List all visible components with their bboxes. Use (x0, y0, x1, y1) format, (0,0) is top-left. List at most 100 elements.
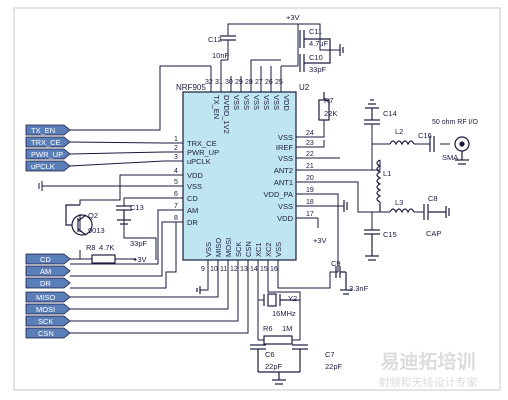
pin-name-18: VSS (278, 202, 293, 211)
pin-name-20: ANT1 (274, 178, 293, 187)
chip-left-pins: 1 2 3 4 5 6 7 8 TRX_CE PWR_UP uPCLK VDD … (164, 136, 219, 227)
c7-value: 22pF (325, 362, 343, 371)
pin-name-9: VSS (204, 242, 213, 257)
pin-name-4: VDD (187, 171, 203, 180)
pin-name-27: VSS (262, 95, 271, 110)
pin-num-15: 15 (260, 266, 268, 273)
pin-num-7: 7 (174, 203, 178, 210)
port-csn: CSN (38, 329, 54, 338)
pin-num-31: 31 (215, 79, 223, 86)
r8-value: 4.7K (99, 243, 114, 252)
pin-num-30: 30 (225, 79, 233, 86)
c12-value: 10nF (212, 51, 230, 60)
pin-name-3: uPCLK (187, 157, 211, 166)
left-supply-label: +3V (133, 255, 147, 264)
components (65, 30, 470, 385)
drawing-frame (13, 7, 501, 391)
pin-num-16: 16 (270, 266, 278, 273)
q2-value: 9013 (88, 226, 105, 235)
c9-ref: C9 (331, 259, 341, 268)
port-cd: CD (40, 255, 51, 264)
c9-value: 3.3nF (349, 284, 369, 293)
pin-num-28: 28 (245, 79, 253, 86)
pin-name-17: VDD (277, 214, 293, 223)
pin-num-6: 6 (174, 191, 178, 198)
r7-ref: R7 (324, 96, 334, 105)
c14-ref: C14 (383, 109, 397, 118)
port-group-status: CD AM DR (25, 253, 71, 289)
pin-num-10: 10 (210, 266, 218, 273)
pin-num-8: 8 (174, 215, 178, 222)
pin-name-11: MOSI (224, 238, 233, 257)
pin-name-21: ANT2 (274, 166, 293, 175)
pin-num-27: 27 (255, 79, 263, 86)
antenna-label: 50 ohm RF I/O (432, 119, 478, 126)
pin-num-22: 22 (306, 151, 314, 158)
pin-name-28: VSS (252, 95, 261, 110)
c13-ref: C13 (130, 203, 144, 212)
watermark-title: 易迪拓培训 (380, 350, 475, 373)
c11-ref: C11 (309, 27, 322, 36)
c10-ref: C10 (309, 53, 323, 62)
pin-name-22: VSS (278, 154, 293, 163)
r8-ref: R8 (86, 243, 96, 252)
pin-name-29: VSS (242, 95, 251, 110)
chip-top-pins: 32 31 30 29 28 27 26 25 TX_EN DVDD_1V2 V… (205, 66, 291, 134)
pin-name-8: DR (187, 218, 198, 227)
port-tx-en: TX_EN (31, 126, 55, 135)
nrf905-chip (182, 91, 297, 261)
c8-value: CAP (426, 229, 441, 238)
q2-ref: Q2 (88, 211, 98, 220)
c6-value: 22pF (265, 362, 283, 371)
c16-ref: C16 (418, 131, 432, 140)
r6-ref: R6 (263, 324, 273, 333)
pin-num-19: 19 (306, 187, 314, 194)
pin-name-31: DVDD_1V2 (222, 95, 231, 134)
pin-num-18: 18 (306, 199, 314, 206)
pin-name-13: CSN (244, 241, 253, 257)
pin-num-9: 9 (201, 266, 205, 273)
pin-num-4: 4 (174, 168, 178, 175)
pin-name-25: VDD (282, 95, 291, 111)
pin-name-7: AM (187, 206, 198, 215)
component-labels: C12 10nF C11 4.7uF C10 33pF +3V R7 22K C… (86, 13, 478, 371)
c13-value: 33pF (130, 239, 148, 248)
y2-ref: Y2 (288, 294, 297, 303)
watermark: 易迪拓培训 射频和天线设计专家 (379, 350, 478, 389)
pin-num-3: 3 (174, 154, 178, 161)
r8-resistor (91, 254, 116, 264)
pin-name-23: IREF (276, 143, 294, 152)
pin-name-5: VSS (187, 182, 202, 191)
y2-crystal (267, 293, 277, 307)
chip-bottom-pins: 9 10 11 12 13 14 15 16 VSS MISO MOSI SCK… (201, 238, 283, 282)
pin-name-2: PWR_UP (187, 148, 219, 157)
pin-num-26: 26 (265, 79, 273, 86)
pin-num-5: 5 (174, 179, 178, 186)
pin-num-11: 11 (220, 266, 227, 273)
c10-value: 33pF (309, 65, 327, 74)
l3-ref: L3 (395, 198, 403, 207)
sma-label: SMA (442, 153, 458, 162)
watermark-subtitle: 射频和天线设计专家 (379, 375, 478, 389)
pin-name-12: SCK (234, 242, 243, 257)
pin-name-14: XC1 (254, 242, 263, 257)
c12-ref: C12 (208, 35, 222, 44)
pin-num-32: 32 (205, 79, 213, 86)
pin-num-14: 14 (250, 266, 258, 273)
r6-resistor (263, 335, 293, 345)
pin-name-24: VSS (278, 133, 293, 142)
pin-num-24: 24 (306, 130, 314, 137)
top-supply-label: +3V (286, 13, 300, 22)
l2-inductor (389, 140, 415, 146)
chip-right-pins: 24 23 22 21 20 19 18 17 VSS IREF VSS ANT… (264, 130, 318, 223)
r7-value: 22K (324, 109, 337, 118)
pin-num-21: 21 (306, 163, 314, 170)
pin-num-1: 1 (174, 136, 178, 143)
port-dr: DR (40, 279, 51, 288)
pin-name-16: VSS (274, 242, 283, 257)
pin-num-17: 17 (306, 211, 314, 218)
pin-num-2: 2 (174, 145, 178, 152)
l3-inductor (389, 208, 415, 214)
